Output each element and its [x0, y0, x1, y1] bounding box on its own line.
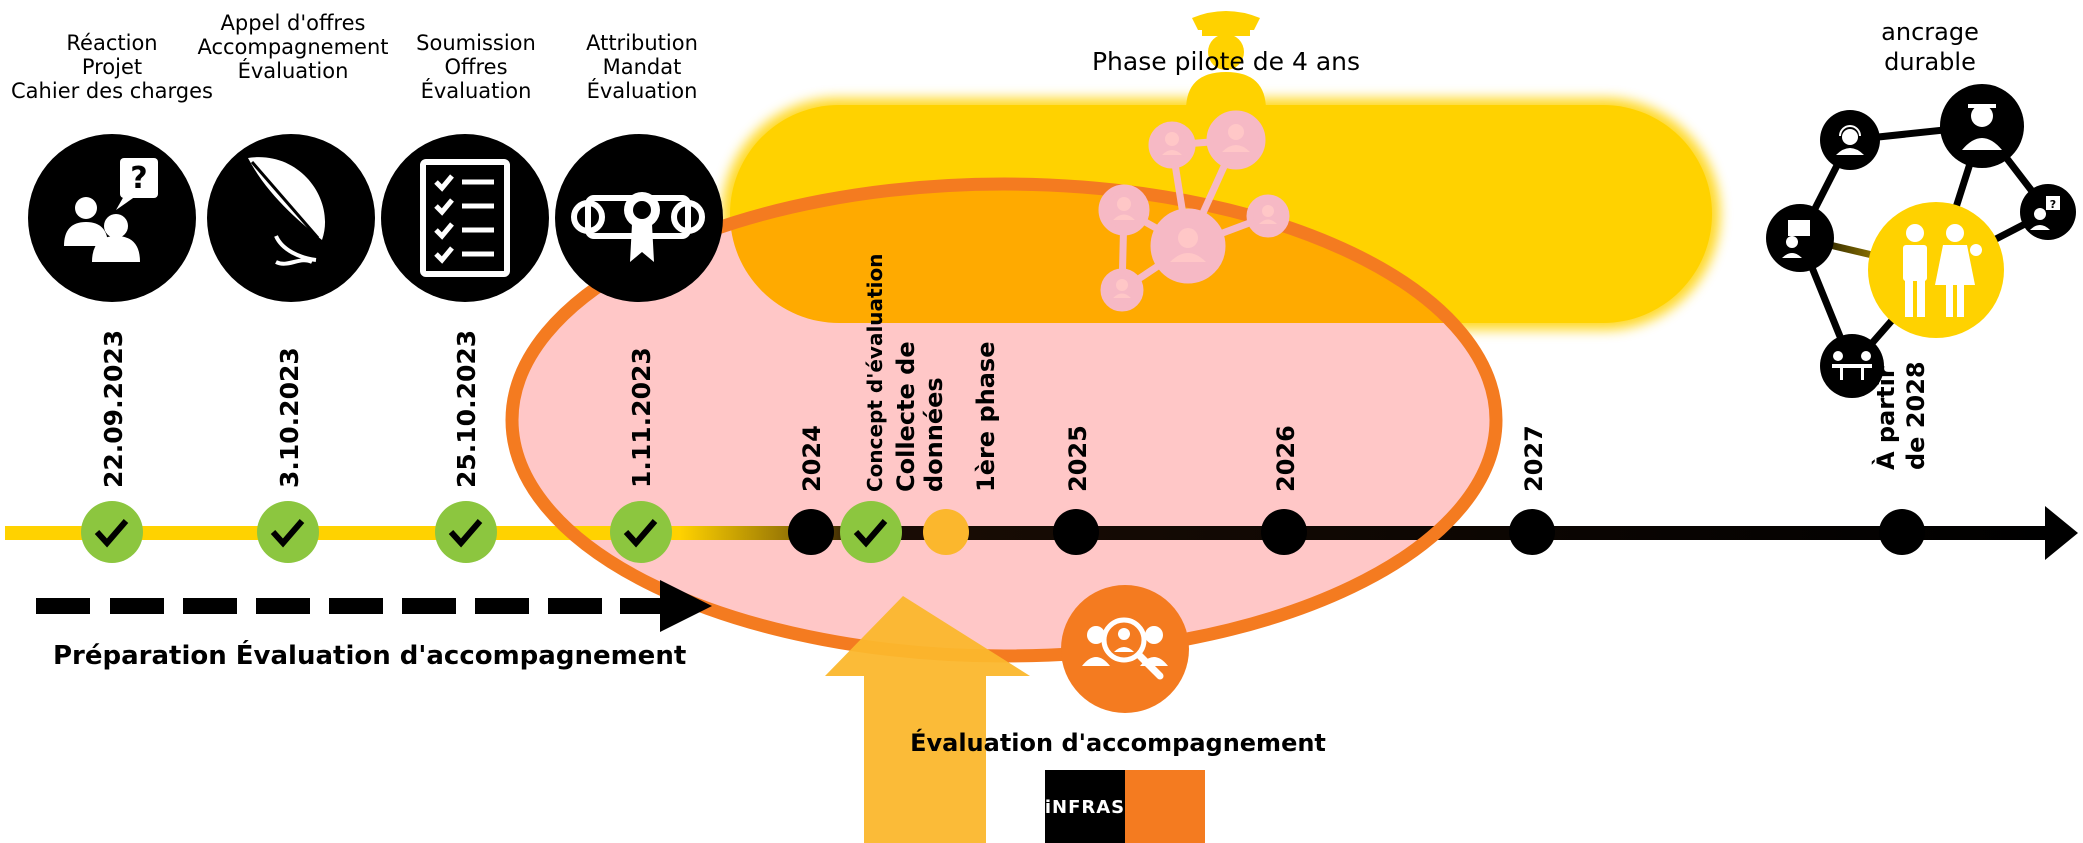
pilot-ellipse-outline: [505, 177, 1503, 663]
date-3: 25.10.2023: [452, 330, 481, 488]
step-1-line-2: Projet: [82, 55, 142, 79]
preparation-label: Préparation Évaluation d'accompagnement: [53, 639, 686, 671]
label-2026: 2026: [1272, 425, 1300, 492]
marker-data-collection: [923, 509, 969, 555]
step-2-line-2: Accompagnement: [197, 35, 388, 59]
pilot-phase-label: Phase pilote de 4 ans: [1092, 47, 1360, 76]
evaluation-search-icon: [1061, 585, 1189, 713]
step-2-line-3: Évaluation: [238, 58, 349, 83]
infras-logo: iNFRAS: [1045, 770, 1205, 843]
checklist-icon: [381, 134, 549, 302]
timeline-arrowhead: [2045, 506, 2078, 560]
step-labels: Réaction Projet Cahier des charges Appel…: [11, 11, 698, 103]
people-network-icon: [1098, 110, 1290, 312]
label-2024: 2024: [798, 425, 826, 492]
anchoring-line-1: ancrage: [1881, 18, 1979, 46]
marker-2025: [1053, 509, 1099, 555]
check-marker-1: [81, 501, 143, 563]
check-marker-concept: [840, 501, 902, 563]
label-collecte-2: données: [920, 377, 948, 492]
step-1-line-3: Cahier des charges: [11, 79, 213, 103]
anchoring-network: ?: [1766, 84, 2076, 398]
label-collecte-1: Collecte de: [892, 341, 920, 492]
question-person-icon: [2020, 184, 2076, 240]
label-concept: Concept d'évaluation: [863, 254, 887, 492]
marker-2027: [1509, 509, 1555, 555]
step-3-line-2: Offres: [444, 55, 507, 79]
marker-2024: [788, 509, 834, 555]
check-marker-3: [435, 501, 497, 563]
svg-text:?: ?: [2050, 198, 2056, 211]
preparation-dashed-arrow: [36, 580, 712, 632]
logo-text: iNFRAS: [1045, 797, 1125, 818]
check-markers: [81, 501, 902, 563]
step-1-line-1: Réaction: [66, 31, 157, 55]
step-2-line-1: Appel d'offres: [221, 11, 366, 35]
question-people-icon: ?: [28, 134, 196, 302]
date-1: 22.09.2023: [99, 330, 128, 488]
check-marker-2: [257, 501, 319, 563]
label-2027: 2027: [1520, 425, 1548, 492]
step-4-line-1: Attribution: [586, 31, 698, 55]
label-premiere-phase: 1ère phase: [972, 342, 1000, 492]
family-icon: [1868, 202, 2004, 338]
label-2025: 2025: [1064, 425, 1092, 492]
date-2: 3.10.2023: [275, 347, 304, 488]
label-2028-line-2: de 2028: [1902, 361, 1930, 470]
year-markers: [788, 509, 1925, 555]
marker-2026: [1261, 509, 1307, 555]
step-4-line-3: Évaluation: [587, 78, 698, 103]
step-3-line-1: Soumission: [416, 31, 536, 55]
step-4-line-2: Mandat: [603, 55, 682, 79]
date-4: 1.11.2023: [627, 347, 656, 488]
step-3-line-3: Évaluation: [421, 78, 532, 103]
check-marker-4: [610, 501, 672, 563]
timeline-labels: 2024 Concept d'évaluation Collecte de do…: [798, 254, 1930, 492]
anchoring-line-2: durable: [1884, 48, 1976, 76]
idea-person-icon: [1766, 204, 1834, 272]
anchoring-label: ancrage durable: [1881, 18, 1979, 76]
evaluation-label: Évaluation d'accompagnement: [910, 728, 1326, 757]
quill-pen-icon: [207, 134, 375, 302]
date-labels: 22.09.2023 3.10.2023 25.10.2023 1.11.202…: [99, 330, 656, 488]
pilot-figure-icon: [1186, 11, 1266, 110]
evaluation-up-arrow: [825, 596, 1030, 843]
svg-text:?: ?: [130, 161, 147, 196]
diploma-scroll-icon: [555, 134, 723, 302]
marker-2028: [1879, 509, 1925, 555]
